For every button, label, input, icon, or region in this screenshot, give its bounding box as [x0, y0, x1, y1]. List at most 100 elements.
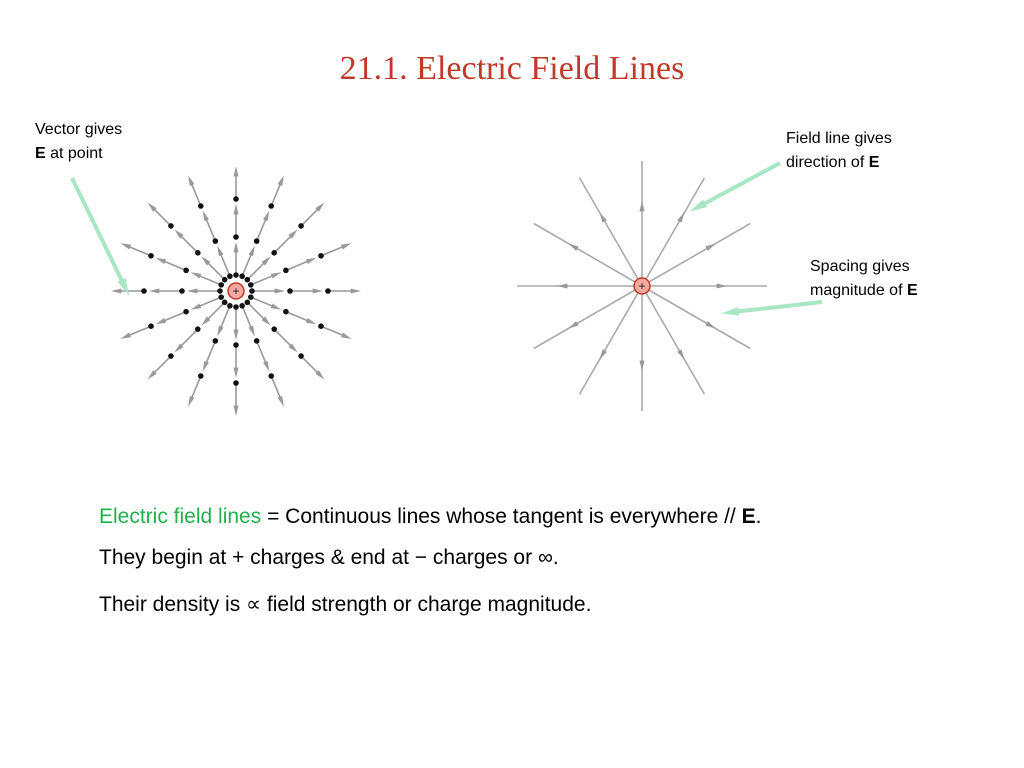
field-point-dot: [141, 288, 147, 294]
field-point-dot: [233, 342, 239, 348]
field-point-dot: [233, 196, 239, 202]
field-vector-shaft: [255, 216, 268, 242]
callout-spacing: Spacing gives magnitude of E: [810, 255, 918, 303]
callout-spacing-line2: magnitude of: [810, 282, 907, 299]
field-vector-shaft: [320, 245, 346, 257]
field-point-dot: [227, 302, 233, 309]
field-vector-shaft: [204, 340, 217, 366]
field-vector-shaft: [190, 181, 202, 207]
field-line-arrowhead: [599, 212, 607, 223]
callout-direction-line2: direction of: [786, 154, 869, 171]
field-vector-arrowhead: [190, 303, 202, 310]
field-vector-arrowhead: [217, 325, 224, 337]
field-line: [533, 222, 643, 287]
field-point-dot: [233, 234, 239, 240]
field-vector-arrowhead: [274, 288, 285, 294]
field-vector-shaft: [190, 375, 202, 401]
field-point-dot: [233, 380, 239, 386]
field-vector-shaft: [285, 310, 311, 323]
statement-definition-bold: E: [741, 505, 756, 528]
field-point-dot: [253, 238, 260, 244]
field-point-dot: [212, 338, 219, 344]
field-vector-shaft: [246, 301, 267, 322]
field-point-dot: [239, 302, 245, 309]
field-vector-shaft: [300, 206, 321, 227]
field-vector-shaft: [178, 328, 199, 349]
pointer-arrow-vector: [70, 177, 126, 286]
field-point-dot: [325, 288, 331, 294]
field-vector-shaft: [219, 251, 231, 277]
field-line-arrowhead: [557, 283, 568, 289]
field-vector-shaft: [205, 301, 226, 322]
field-line-arrowhead: [716, 283, 727, 289]
field-point-dot: [217, 288, 223, 294]
field-point-dot: [247, 294, 254, 300]
field-vector-arrowhead: [248, 325, 255, 337]
field-point-dot: [195, 250, 201, 256]
field-point-dot: [283, 267, 289, 274]
statement-term: Electric field lines: [99, 505, 262, 528]
field-point-dot: [298, 223, 304, 229]
field-vector-arrowhead: [350, 288, 361, 294]
callout-spacing-line1: Spacing gives: [810, 258, 910, 275]
pointer-arrow-direction: [699, 161, 781, 208]
field-vector-arrowhead: [202, 210, 209, 222]
field-line-arrowhead: [568, 243, 579, 251]
field-vector-arrowhead: [270, 303, 282, 310]
field-vector-shaft: [320, 325, 346, 337]
field-point-dot: [195, 326, 201, 332]
field-vector-shaft: [204, 216, 217, 242]
field-point-dot: [148, 252, 154, 259]
field-point-dot: [253, 338, 260, 344]
field-vector-arrowhead: [190, 272, 202, 279]
field-vector-arrowhead: [288, 229, 298, 239]
field-point-dot: [168, 353, 174, 359]
statement-begin-end: They begin at + charges & end at − charg…: [99, 546, 559, 569]
field-vector-shaft: [196, 296, 222, 308]
field-line: [578, 177, 643, 287]
field-vector-arrowhead: [155, 257, 167, 264]
field-vector-arrowhead: [201, 316, 211, 326]
callout-vector-bold: E: [35, 145, 46, 162]
field-point-dot: [283, 308, 289, 315]
field-vector-shaft: [300, 355, 321, 376]
field-point-dot: [318, 252, 324, 259]
field-line: [641, 177, 706, 287]
field-vector-arrowhead: [202, 360, 209, 372]
field-vector-shaft: [151, 355, 172, 376]
field-line: [641, 285, 751, 350]
field-point-dot: [221, 299, 228, 306]
field-point-dot: [183, 308, 189, 315]
field-point-dot: [197, 373, 204, 379]
field-point-dot: [249, 288, 255, 294]
field-vector-shaft: [241, 305, 253, 331]
field-point-dot: [268, 203, 275, 209]
field-vector-arrowhead: [217, 245, 224, 257]
field-vector-shaft: [246, 260, 267, 281]
callout-vector: Vector gives E at point: [35, 118, 122, 166]
field-line-arrowhead: [705, 243, 716, 251]
field-vector-arrowhead: [261, 316, 271, 326]
callout-vector-line2: at point: [45, 145, 103, 162]
field-vector-arrowhead: [111, 288, 122, 294]
field-point-dot: [318, 323, 324, 330]
field-vector-shaft: [219, 305, 231, 331]
field-vector-arrowhead: [188, 395, 195, 407]
field-vector-arrowhead: [261, 256, 271, 266]
field-vector-arrowhead: [340, 332, 352, 339]
field-line-arrowhead: [705, 321, 716, 329]
field-vector-shaft: [151, 206, 172, 227]
field-point-dot: [227, 273, 233, 280]
field-vector-shaft: [161, 259, 187, 272]
field-vector-arrowhead: [174, 343, 184, 353]
field-line-arrowhead: [599, 349, 607, 360]
pointer-arrows: [70, 161, 823, 316]
field-vector-arrowhead: [233, 242, 239, 253]
slide-title: 21.1. Electric Field Lines: [339, 50, 685, 87]
field-vector-shaft: [241, 251, 253, 277]
field-vector-arrowhead: [233, 166, 239, 177]
field-vector-arrowhead: [174, 229, 184, 239]
field-point-dot: [183, 267, 189, 274]
field-point-dot: [218, 294, 225, 300]
field-vector-arrowhead: [263, 210, 270, 222]
